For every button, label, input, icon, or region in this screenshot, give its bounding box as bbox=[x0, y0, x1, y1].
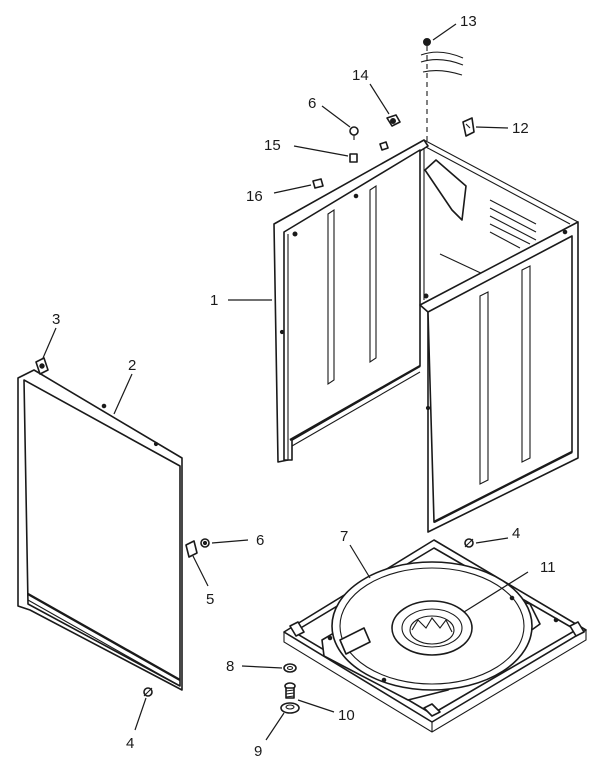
callout-8: 8 bbox=[226, 658, 234, 675]
callout-6-upper: 6 bbox=[308, 95, 316, 112]
callout-9: 9 bbox=[254, 743, 262, 760]
part-10-leveling-bolt bbox=[284, 682, 296, 699]
callout-14: 14 bbox=[352, 67, 369, 84]
part-4-screw-left bbox=[143, 687, 153, 697]
callout-2: 2 bbox=[128, 357, 136, 374]
callout-6-lower: 6 bbox=[256, 532, 264, 549]
callout-16: 16 bbox=[246, 188, 263, 205]
part-14-clip bbox=[386, 114, 401, 127]
part-4-screw-right bbox=[464, 538, 474, 548]
part-3-clip bbox=[35, 357, 49, 375]
callout-15: 15 bbox=[264, 137, 281, 154]
part-5-clip bbox=[185, 540, 198, 558]
part-8-nut bbox=[283, 663, 297, 673]
callout-13: 13 bbox=[460, 13, 477, 30]
callout-5: 5 bbox=[206, 591, 214, 608]
callout-11: 11 bbox=[540, 559, 556, 576]
part-15-spacer bbox=[349, 153, 358, 163]
part-7-base bbox=[283, 539, 587, 733]
part-1-cabinet bbox=[273, 139, 579, 533]
part-6-screw-upper bbox=[349, 126, 359, 140]
callout-4-right: 4 bbox=[512, 525, 520, 542]
callout-10: 10 bbox=[338, 707, 355, 724]
part-2-front-panel bbox=[17, 369, 183, 691]
callout-3: 3 bbox=[52, 311, 60, 328]
callout-7: 7 bbox=[340, 528, 348, 545]
part-6-screw-lower bbox=[200, 538, 210, 548]
callout-4-left: 4 bbox=[126, 735, 134, 752]
part-13-screw bbox=[420, 38, 464, 142]
callout-1: 1 bbox=[210, 292, 218, 309]
part-12-bracket bbox=[462, 117, 475, 137]
part-9-foot-pad bbox=[280, 702, 300, 714]
rim-clip bbox=[379, 141, 389, 151]
leader-lines bbox=[42, 23, 529, 741]
part-16-nut bbox=[312, 178, 324, 189]
callout-12: 12 bbox=[512, 120, 529, 137]
